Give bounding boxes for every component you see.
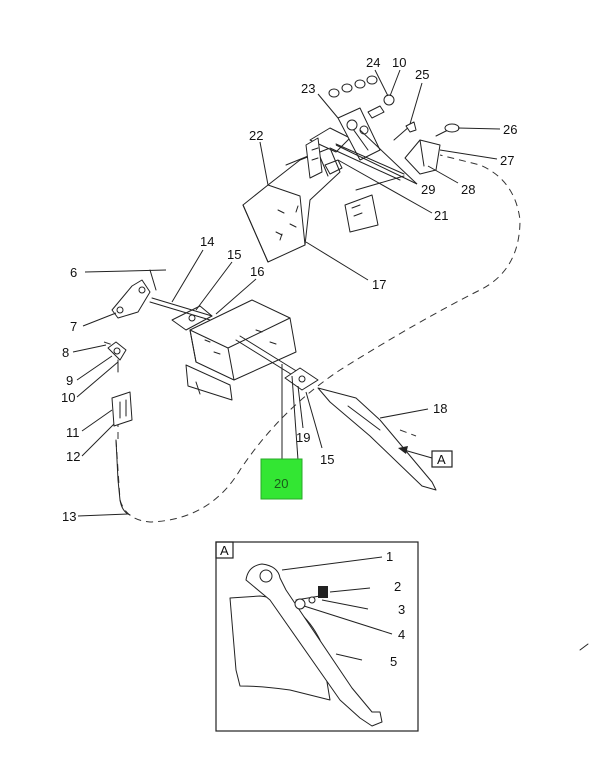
callout-6: 6	[70, 265, 77, 280]
callout-27: 27	[500, 153, 514, 168]
detail-callout-3: 3	[398, 602, 405, 617]
callout-29: 29	[421, 182, 435, 197]
cable-routing	[103, 154, 521, 523]
detail-callout-4: 4	[398, 627, 405, 642]
callout-10b: 10	[392, 55, 406, 70]
detail-callout-1: 1	[386, 549, 393, 564]
callout-labels: 6 7 8 9 10 11 12 13 14 15 16 17 18 19 15…	[61, 55, 517, 524]
callout-22: 22	[249, 128, 263, 143]
view-a-indicator: A	[398, 446, 453, 468]
callout-21: 21	[434, 208, 448, 223]
view-a-label: A	[437, 452, 446, 467]
callout-9: 9	[66, 373, 73, 388]
detail-tag: A	[220, 543, 229, 558]
detail-tag-box	[215, 541, 234, 559]
view-a-box	[431, 450, 453, 468]
callout-18: 18	[433, 401, 447, 416]
upper-pivot-assembly	[305, 75, 460, 233]
part-20-highlight-box[interactable]	[260, 458, 303, 500]
callout-23: 23	[301, 81, 315, 96]
detail-callout-2: 2	[394, 579, 401, 594]
spring-icon	[318, 586, 328, 598]
callout-26: 26	[503, 122, 517, 137]
callout-15a: 15	[227, 247, 241, 262]
callout-13: 13	[62, 509, 76, 524]
callout-17: 17	[372, 277, 386, 292]
callout-25: 25	[415, 67, 429, 82]
callout-11: 11	[66, 425, 80, 440]
stray-mark	[579, 643, 589, 651]
highlighted-part-20[interactable]: 20	[260, 458, 303, 500]
callout-16: 16	[250, 264, 264, 279]
callout-19: 19	[296, 430, 310, 445]
leader-lines	[72, 69, 501, 517]
detail-view-a: A 1 2 3 4 5	[215, 541, 419, 732]
callout-15b: 15	[320, 452, 334, 467]
callout-14: 14	[200, 234, 214, 249]
detail-callout-5: 5	[390, 654, 397, 669]
callout-24: 24	[366, 55, 380, 70]
callout-20[interactable]: 20	[274, 476, 288, 491]
callout-28: 28	[461, 182, 475, 197]
callout-7: 7	[70, 319, 77, 334]
detail-frame	[215, 541, 419, 732]
callout-12: 12	[66, 449, 80, 464]
lever-and-cable-assembly	[107, 269, 437, 516]
callout-10a: 10	[61, 390, 75, 405]
callout-8: 8	[62, 345, 69, 360]
